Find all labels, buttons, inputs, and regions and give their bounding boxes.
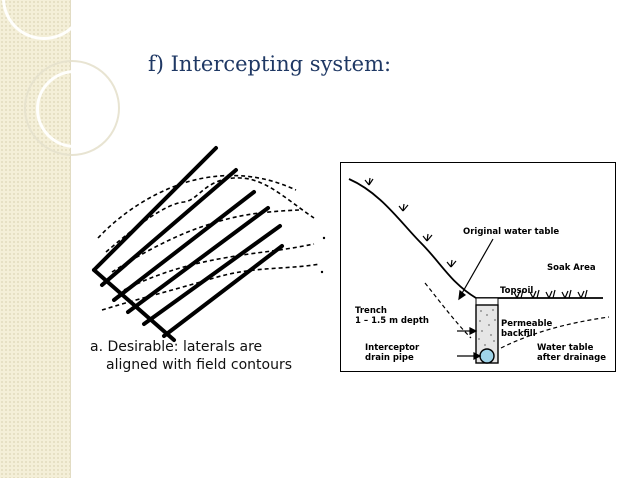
drain-pipe — [479, 348, 495, 364]
lateral-line — [142, 224, 282, 326]
grass-mark — [577, 289, 588, 299]
decorative-ring — [2, 0, 86, 40]
label-permeable-backfill: Permeable backfill — [501, 319, 552, 339]
contour-line — [101, 263, 321, 311]
caption-line: aligned with field contours — [106, 357, 292, 373]
label-original-water-table: Original water table — [463, 227, 560, 237]
label-line: 1 – 1.5 m depth — [355, 316, 429, 326]
contour-line — [105, 177, 315, 253]
label-line: Trench — [355, 306, 387, 316]
label-soak-area: Soak Area — [547, 263, 596, 273]
grass-mark — [513, 289, 524, 299]
grass-mark — [422, 233, 433, 242]
lateral-line — [162, 244, 284, 338]
label-line: drain pipe — [365, 353, 414, 363]
lateral-line — [126, 206, 270, 314]
dot-mark — [322, 236, 326, 240]
drained-water-table-line — [500, 316, 610, 349]
label-line: after drainage — [537, 353, 606, 363]
laterals-diagram — [92, 146, 326, 342]
label-water-table-after-drainage: Water table after drainage — [537, 343, 606, 363]
lateral-line — [112, 190, 256, 302]
contour-line — [123, 243, 315, 291]
original-water-table-line — [424, 282, 472, 339]
interceptor-drain-diagram: Original water table Soak Area Topsoil T… — [340, 162, 616, 372]
dot-mark — [320, 270, 324, 274]
grass-mark — [561, 289, 572, 299]
grass-mark — [446, 259, 457, 268]
decorative-ring — [36, 70, 114, 148]
label-topsoil: Topsoil — [500, 286, 534, 296]
ground-surface-line — [348, 178, 603, 299]
contour-line — [97, 174, 297, 239]
figure-a-caption: a. Desirable: laterals are aligned with … — [90, 338, 330, 374]
cross-section-svg — [348, 177, 610, 364]
label-interceptor-drain-pipe: Interceptor drain pipe — [365, 343, 419, 363]
grass-mark — [398, 203, 409, 212]
label-line: Permeable — [501, 319, 553, 329]
label-line: Interceptor — [365, 343, 420, 353]
caption-line: a. Desirable: laterals are — [90, 339, 263, 355]
contour-line — [111, 209, 300, 273]
label-line: backfill — [501, 329, 536, 339]
label-trench: Trench 1 – 1.5 m depth — [355, 306, 429, 326]
arrow-original-water-table — [460, 238, 494, 296]
decorative-side-panel — [0, 0, 120, 478]
main-drain-line — [92, 268, 176, 342]
label-line: Water table — [537, 343, 594, 353]
lateral-line — [92, 146, 218, 272]
topsoil-layer — [475, 297, 499, 306]
decorative-ring — [24, 60, 120, 156]
slide-title: f) Intercepting system: — [148, 52, 392, 76]
grass-mark — [545, 289, 556, 299]
grass-mark — [529, 289, 540, 299]
grass-mark — [364, 177, 374, 186]
lateral-line — [100, 168, 238, 287]
